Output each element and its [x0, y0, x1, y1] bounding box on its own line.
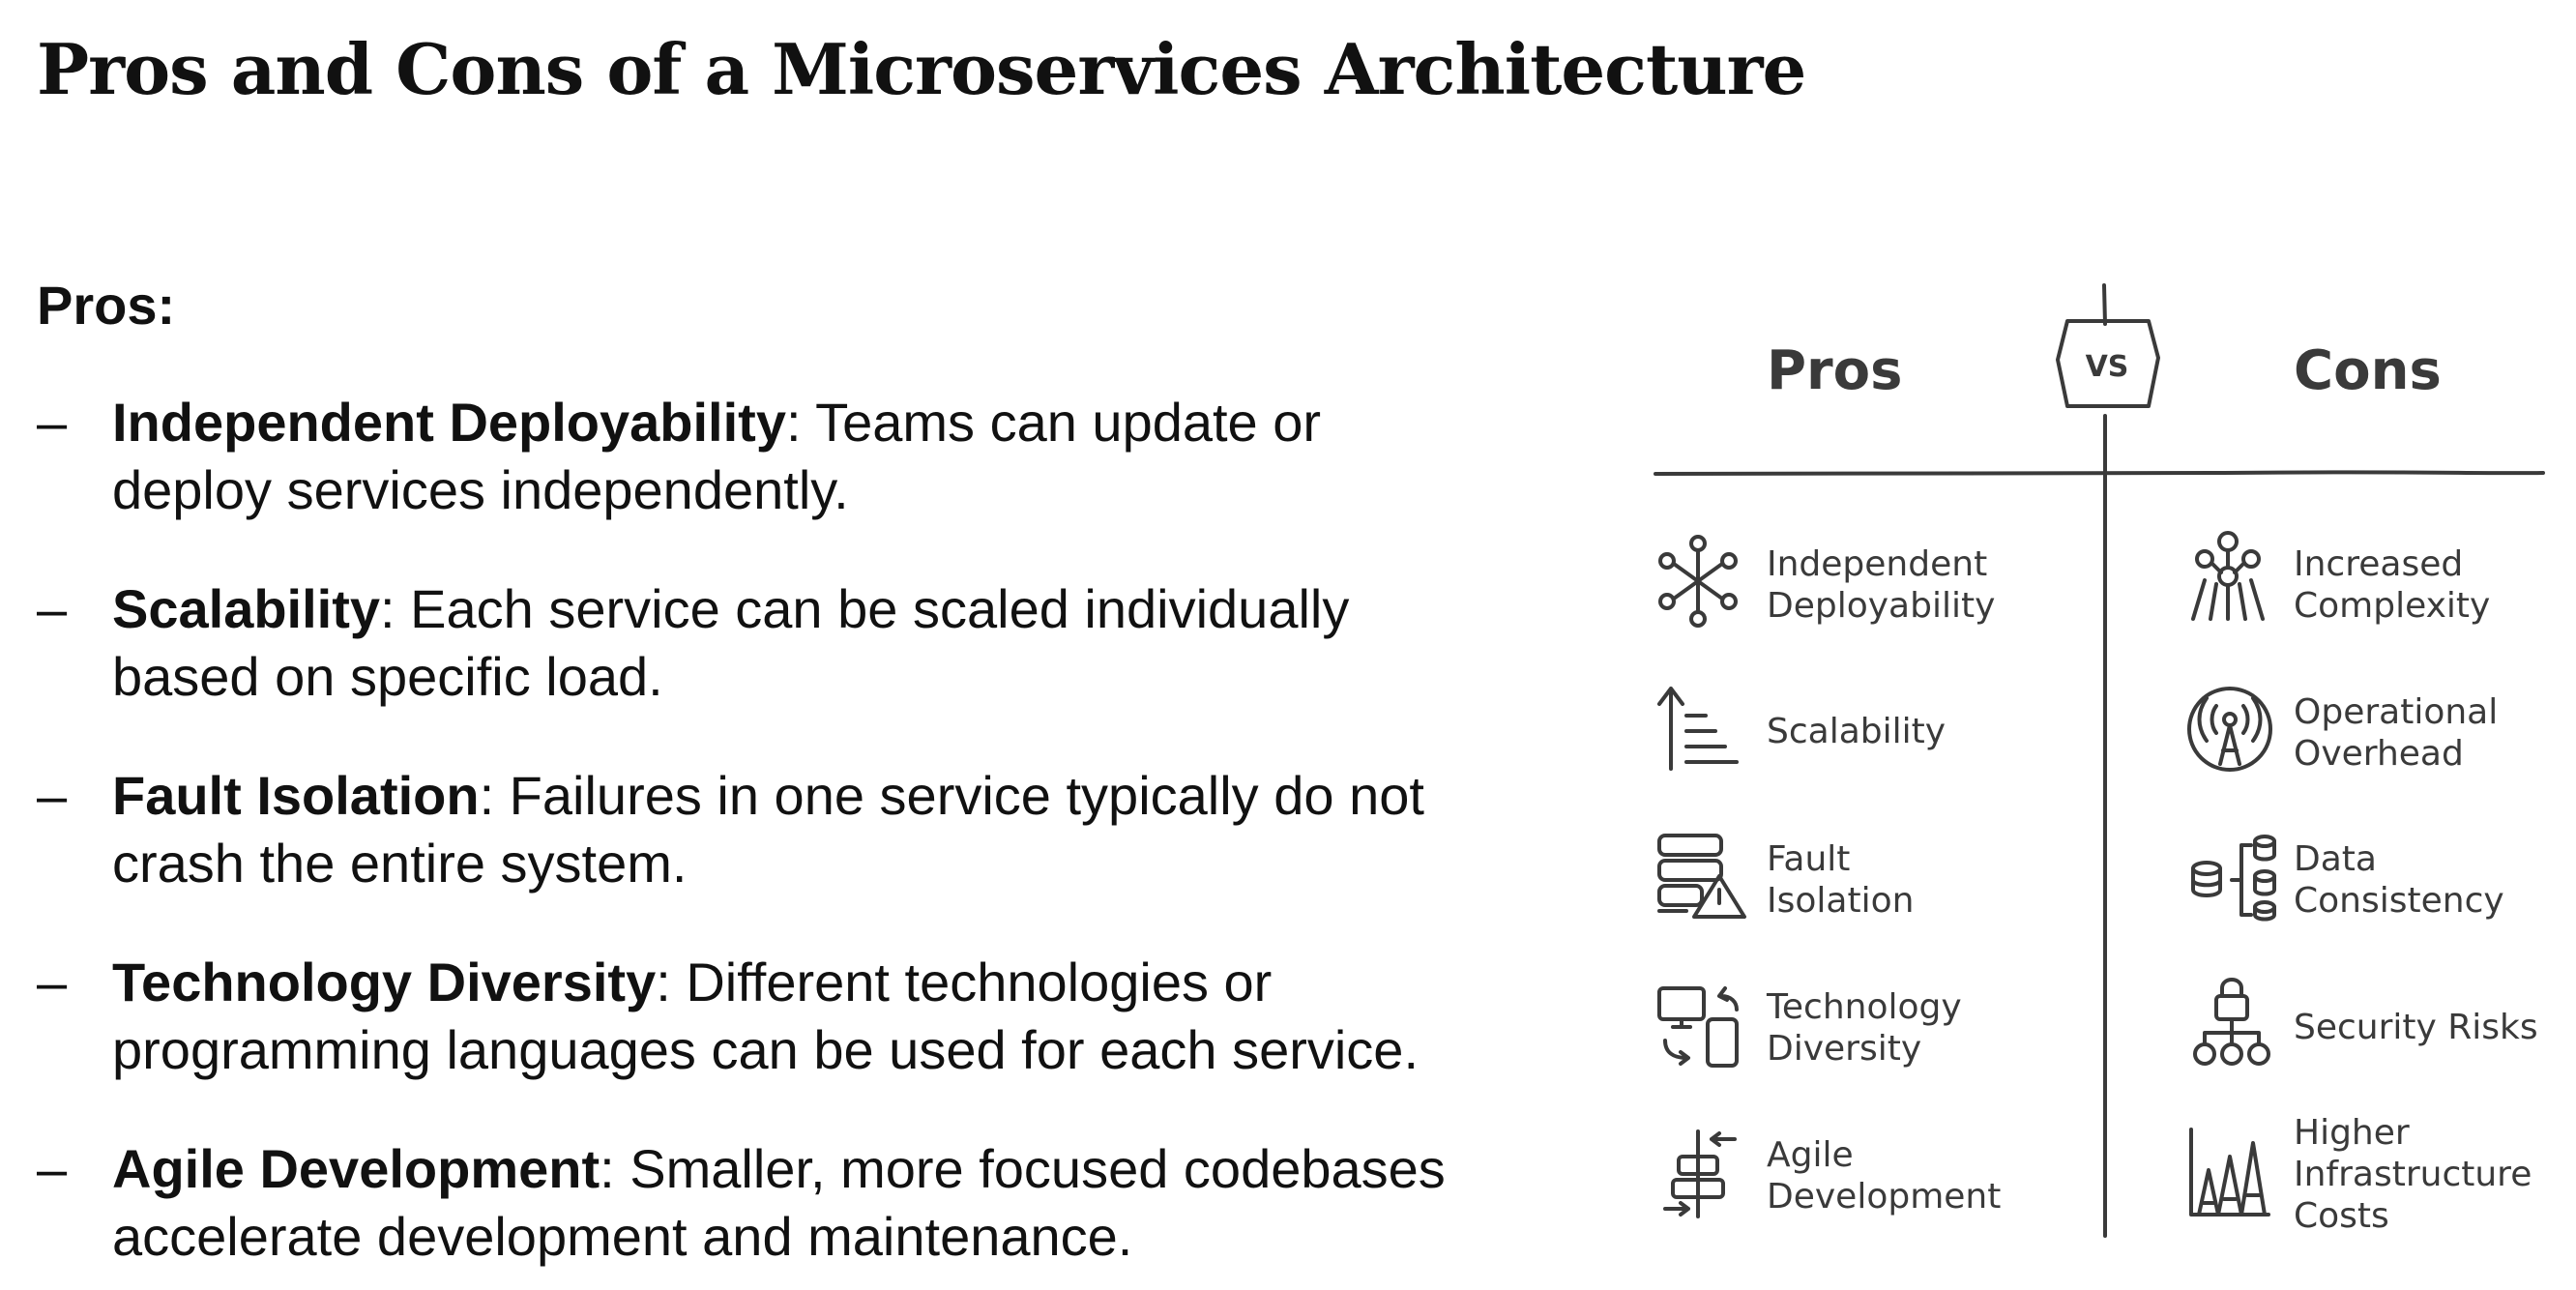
rising-cost-chart-icon: [2189, 1128, 2270, 1217]
pro-item-line-1: Fault Isolation: Failures in one service…: [112, 762, 1553, 830]
con-diagram-label: Higher: [2294, 1113, 2410, 1153]
complex-network-icon: [2191, 531, 2265, 621]
con-diagram-label: Operational: [2294, 692, 2498, 732]
pro-diagram-label: Independent: [1767, 544, 1987, 584]
pro-item-line-1: Agile Development: Smaller, more focused…: [112, 1135, 1553, 1203]
cons-column-heading: Cons: [2294, 339, 2442, 402]
page-title: Pros and Cons of a Microservices Archite…: [37, 28, 1806, 110]
pros-heading: Pros:: [37, 275, 176, 336]
pro-separator: :: [600, 1138, 615, 1199]
pro-description-2: programming languages can be used for ea…: [112, 1019, 1419, 1080]
pro-separator: :: [380, 578, 395, 639]
pro-item-line-1: Independent Deployability: Teams can upd…: [112, 389, 1553, 456]
bullet-dash: –: [37, 1138, 68, 1199]
pro-description-1: Teams can update or: [801, 392, 1322, 453]
pro-term: Scalability: [112, 578, 381, 639]
con-diagram-label: Overhead: [2294, 734, 2464, 774]
pro-item-line-1: Technology Diversity: Different technolo…: [112, 949, 1553, 1016]
pro-separator: :: [785, 392, 802, 453]
pro-term: Independent Deployability: [112, 392, 786, 453]
pro-diagram-label: Technology: [1766, 987, 1962, 1027]
bullet-dash: –: [37, 578, 68, 639]
lock-hierarchy-icon: [2193, 978, 2270, 1066]
pro-description-1: Failures in one service typically do not: [494, 765, 1424, 826]
pro-description-2: accelerate development and maintenance.: [112, 1206, 1133, 1267]
pros-column-heading: Pros: [1767, 339, 1902, 402]
pro-diagram-label: Scalability: [1767, 712, 1946, 751]
con-diagram-label: Complexity: [2294, 586, 2490, 626]
vs-label: VS: [2086, 350, 2129, 384]
pro-description-2: deploy services independently.: [112, 459, 849, 520]
pro-description-1: Smaller, more focused codebases: [614, 1138, 1446, 1199]
server-warning-icon: [1657, 834, 1746, 919]
pro-item-text: Scalability: Each service can be scaled …: [112, 575, 1553, 711]
pro-separator: :: [656, 952, 671, 1012]
pro-item-text: Technology Diversity: Different technolo…: [112, 949, 1553, 1084]
pro-separator: :: [479, 765, 495, 826]
pro-item-text: Fault Isolation: Failures in one service…: [112, 762, 1553, 897]
pro-description-2: based on specific load.: [112, 646, 663, 707]
pro-diagram-label: Isolation: [1767, 881, 1914, 921]
pro-description-2: crash the entire system.: [112, 833, 688, 894]
con-diagram-label: Infrastructure: [2294, 1155, 2532, 1194]
pro-item-text: Independent Deployability: Teams can upd…: [112, 389, 1553, 524]
vs-badge-outline: [2056, 319, 2160, 408]
pro-description-1: Each service can be scaled individually: [395, 578, 1350, 639]
network-nodes-icon: [1658, 535, 1738, 628]
bullet-dash: –: [37, 392, 68, 453]
pro-diagram-label: Agile: [1767, 1135, 1854, 1175]
pro-term: Agile Development: [112, 1138, 600, 1199]
con-diagram-label: Data: [2294, 839, 2377, 879]
broadcast-tower-icon: [2187, 687, 2272, 772]
pro-term: Technology Diversity: [112, 952, 657, 1012]
pro-term: Fault Isolation: [112, 765, 480, 826]
database-sync-icon: [2191, 835, 2276, 922]
con-diagram-label: Increased: [2294, 544, 2463, 584]
scale-up-arrow-icon: [1657, 687, 1739, 771]
devices-sync-icon: [1657, 986, 1739, 1068]
diagram-vertical-divider: [2102, 283, 2108, 1238]
pro-description-1: Different technologies or: [670, 952, 1273, 1012]
agile-sprint-icon: [1663, 1129, 1737, 1218]
con-diagram-label: Costs: [2294, 1196, 2389, 1236]
bullet-dash: –: [37, 765, 68, 826]
pro-diagram-label: Deployability: [1767, 586, 1995, 626]
pro-item-text: Agile Development: Smaller, more focused…: [112, 1135, 1553, 1271]
con-diagram-label: Consistency: [2294, 881, 2504, 921]
pro-diagram-label: Fault: [1767, 839, 1850, 879]
pro-diagram-label: Development: [1767, 1177, 2001, 1217]
bullet-dash: –: [37, 952, 68, 1012]
pro-item-line-1: Scalability: Each service can be scaled …: [112, 575, 1553, 643]
diagram-horizontal-divider: [1654, 470, 2545, 476]
pro-diagram-label: Diversity: [1767, 1029, 1921, 1069]
con-diagram-label: Security Risks: [2294, 1008, 2538, 1047]
